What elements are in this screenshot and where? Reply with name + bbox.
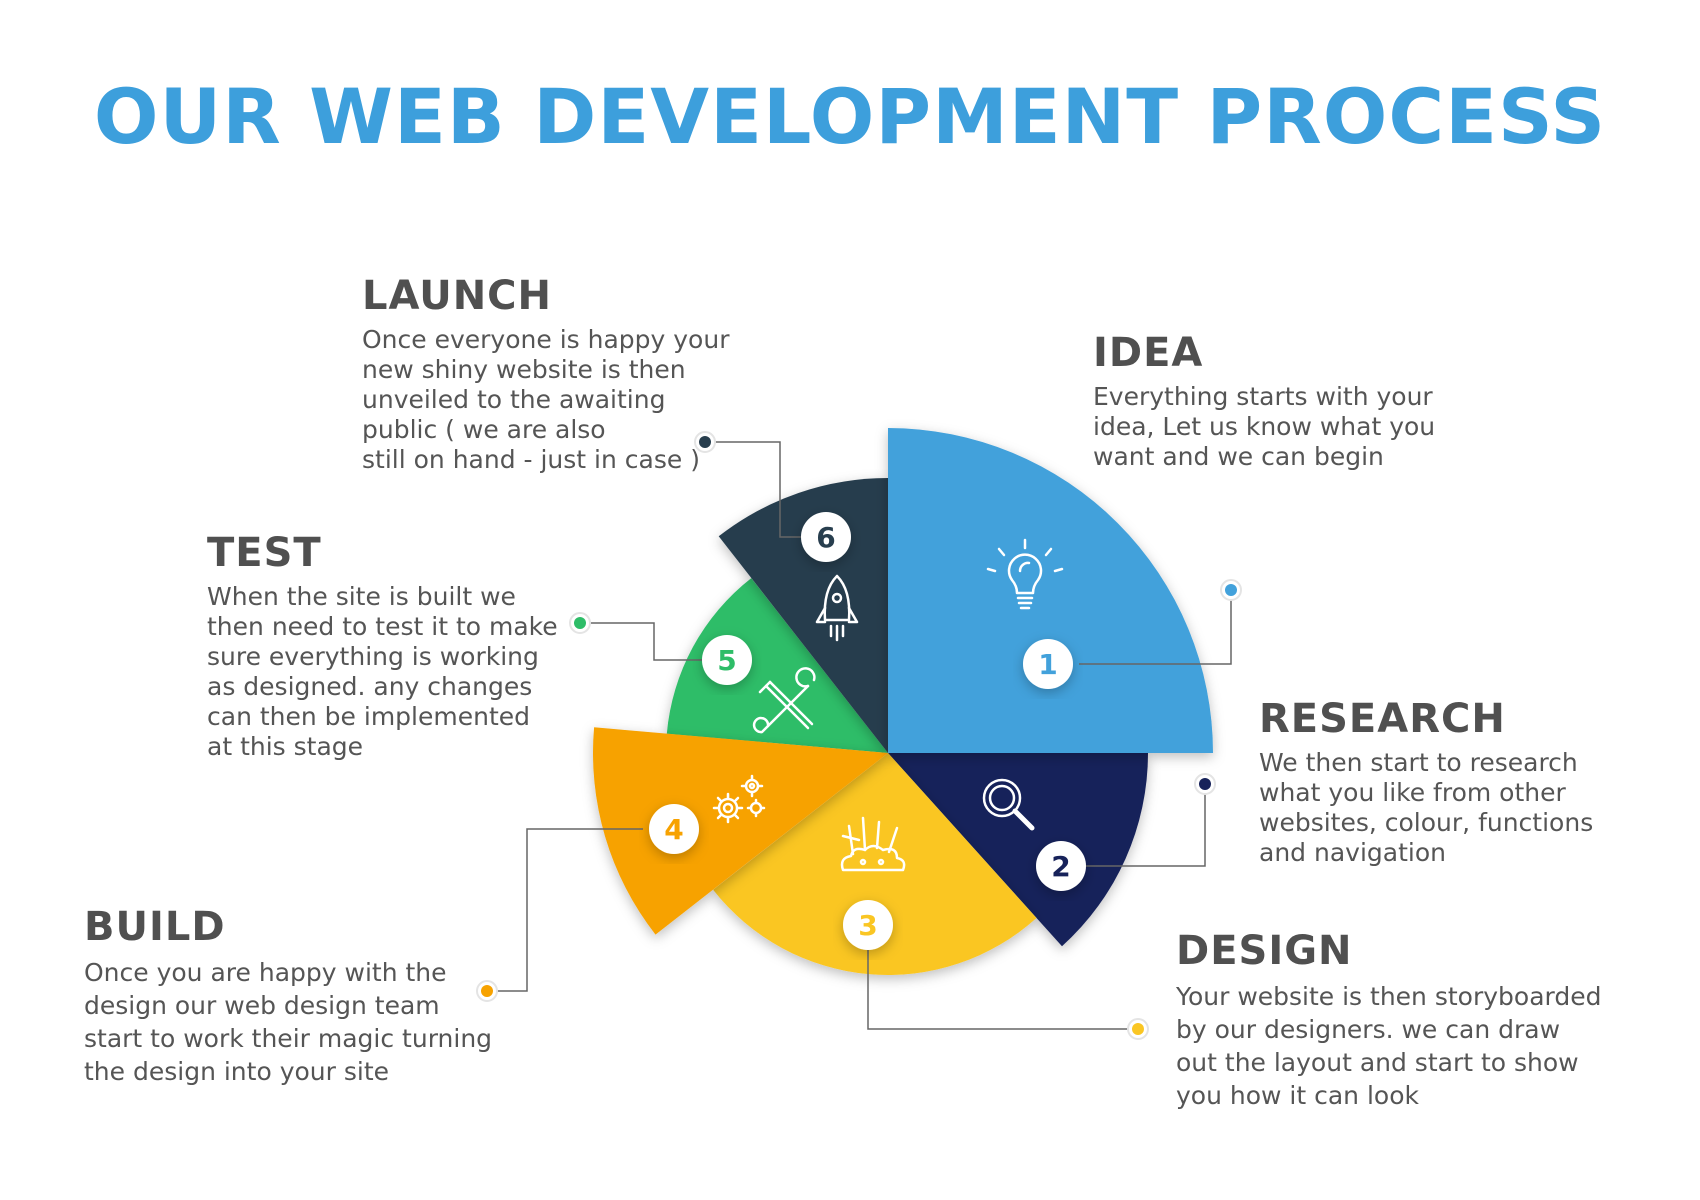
connector-test [580,622,723,661]
page-title: OUR WEB DEVELOPMENT PROCESS [93,72,1607,161]
connector-idea [1079,590,1232,665]
badge-6-number: 6 [816,521,835,554]
badge-4 [649,804,699,854]
step-description: Your website is then storyboarded by our… [1176,982,1602,1110]
badge-2-number: 2 [1051,850,1070,883]
dot-idea-core [1225,584,1237,596]
gears-icon [712,774,766,824]
step-description: Everything starts with your idea, Let us… [1093,382,1436,471]
badge-6 [801,512,851,562]
dot-test-core [574,617,586,629]
badge-4-number: 4 [664,813,683,846]
connector-build [487,828,643,992]
step-description: Once you are happy with the design our w… [84,958,493,1086]
badge-1-number: 1 [1038,648,1057,681]
step-idea-text: IDEA Everything starts with your idea, L… [1093,330,1435,472]
rocket-icon [815,574,859,642]
segment-research [888,753,1148,947]
step-description: Once everyone is happy your new shiny we… [362,325,730,474]
segment-build [592,727,888,935]
step-description: We then start to research what you like … [1259,748,1594,867]
step-build-text: BUILD Once you are happy with the design… [84,904,492,1088]
badge-3-number: 3 [858,909,877,942]
step-heading: LAUNCH [362,273,553,319]
badge-5-number: 5 [717,644,736,677]
step-heading: TEST [207,530,322,576]
badge-5 [702,635,752,685]
step-heading: IDEA [1093,330,1204,376]
connector-research [1086,784,1206,867]
lightbulb-icon [986,538,1064,610]
badge-3 [843,900,893,950]
dot-research-core [1199,778,1211,790]
segment-test [666,578,888,753]
magnifier-icon [982,778,1035,831]
badge-1 [1023,639,1073,689]
step-launch-text: LAUNCH Once everyone is happy your new s… [362,273,729,475]
dot-launch-core [699,436,711,448]
segment-idea [888,428,1213,753]
tools-icon [752,667,816,734]
dot-design-core [1132,1023,1144,1035]
step-heading: DESIGN [1176,928,1353,974]
step-heading: RESEARCH [1259,696,1506,742]
step-description: When the site is built we then need to t… [207,582,558,761]
badge-2 [1036,841,1086,891]
art-supplies-icon [840,816,906,872]
dot-build-core [481,985,493,997]
step-test-text: TEST When the site is built we then need… [207,530,558,762]
segment-design [713,753,1037,975]
step-research-text: RESEARCH We then start to research what … [1259,696,1593,868]
step-design-text: DESIGN Your website is then storyboarded… [1176,928,1602,1112]
connector-design [867,950,1134,1030]
step-heading: BUILD [84,904,226,950]
